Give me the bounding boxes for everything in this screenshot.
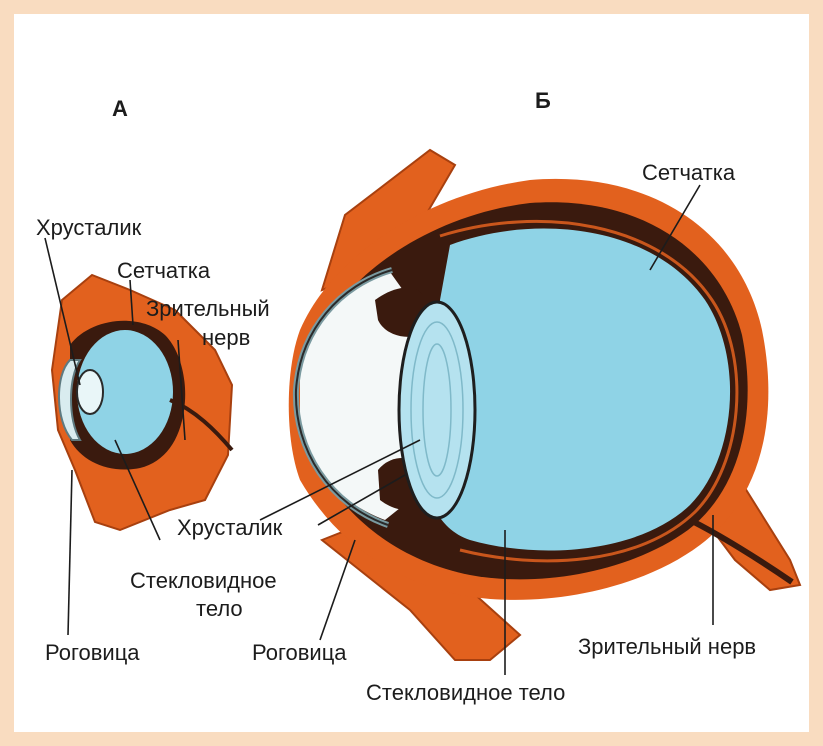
b-label-cornea: Роговица [252,640,347,665]
b-label-retina: Сетчатка [642,160,736,185]
a-label-retina: Сетчатка [117,258,211,283]
b-label-lens: Хрусталик [177,515,283,540]
diagram-b-letter: Б [535,88,551,113]
b-label-nerve: Зрительный нерв [578,634,756,659]
diagram-a-letter: А [112,96,128,121]
a-label-nerve-1: Зрительный [146,296,270,321]
eye-a-lens [77,370,103,414]
a-label-vitreous-2: тело [196,596,243,621]
b-label-vitreous: Стекловидное тело [366,680,565,705]
eye-b [289,150,800,660]
a-label-lens: Хрусталик [36,215,142,240]
a-label-cornea: Роговица [45,640,140,665]
a-label-vitreous-1: Стекловидное [130,568,277,593]
a-label-nerve-2: нерв [202,325,250,350]
